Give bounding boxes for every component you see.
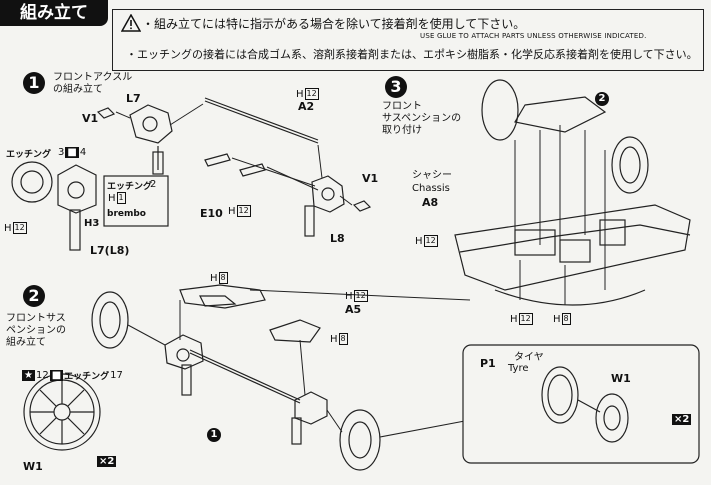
part-e10: E10 xyxy=(200,207,223,220)
warning-icon xyxy=(121,14,141,32)
part-l8: L8 xyxy=(330,232,345,245)
wheel-w1-label: W1 xyxy=(23,460,43,473)
notice-line-1-en: USE GLUE TO ATTACH PARTS UNLESS OTHERWIS… xyxy=(420,32,647,40)
step-2-title-line-3: 組み立て xyxy=(6,337,46,348)
chassis-jp: シャシー xyxy=(412,170,452,181)
notice-line-2: ・エッチングの接着には合成ゴム系、溶剤系接着剤または、エポキシ樹脂系・化学反応系… xyxy=(126,48,698,61)
x2-badge-tire: ×2 xyxy=(672,414,692,425)
tyre-jp: タイヤ xyxy=(514,352,544,363)
part-w1-tire: W1 xyxy=(611,372,631,385)
part-v1-left: V1 xyxy=(82,112,99,125)
etching-3-4: 3■4 xyxy=(58,147,87,158)
etching-2-no: 2 xyxy=(150,179,157,190)
step-1-number: 1 xyxy=(23,72,45,94)
step-1-title-line-1: フロントアクスル xyxy=(53,72,133,83)
step-3-title-line-3: 取り付け xyxy=(382,125,422,136)
notice-box xyxy=(112,9,704,71)
part-a8: A8 xyxy=(422,196,439,209)
tyre-en: Tyre xyxy=(508,363,529,374)
etching-label-1: エッチング xyxy=(6,150,52,160)
part-l7-l8: L7(L8) xyxy=(90,244,130,257)
part-a2: A2 xyxy=(298,100,315,113)
page-title: 組み立て xyxy=(0,0,108,26)
ref-step-2: 2 xyxy=(595,92,609,106)
step-1-title-line-2: の組み立て xyxy=(53,84,103,95)
step-2-number: 2 xyxy=(23,285,45,307)
step-2-title-line-1: フロントサス xyxy=(6,313,66,324)
part-l7: L7 xyxy=(126,92,141,105)
ref-step-1: 1 xyxy=(207,428,221,442)
step-2-title-line-2: ペンションの xyxy=(6,325,66,336)
part-p1: P1 xyxy=(480,357,496,370)
etching-label-2: エッチング xyxy=(107,182,153,192)
notice-line-1: ・組み立てには特に指示がある場合を除いて接着剤を使用して下さい。 xyxy=(142,17,526,31)
step-3-title-line-2: サスペンションの xyxy=(382,113,462,124)
chassis-en: Chassis xyxy=(412,183,450,194)
x2-badge-step2: ×2 xyxy=(97,456,117,467)
part-h3: H3 xyxy=(84,218,100,229)
part-v1-right: V1 xyxy=(362,172,379,185)
brembo-label: brembo xyxy=(107,209,146,219)
step-3-title-line-1: フロント xyxy=(382,101,422,112)
part-a5: A5 xyxy=(345,303,362,316)
step-3-number: 3 xyxy=(385,76,407,98)
